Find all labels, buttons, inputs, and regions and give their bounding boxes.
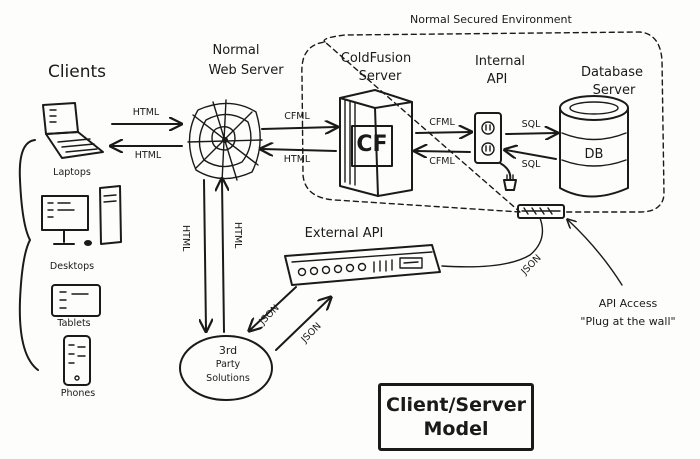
arrow-api-to-cf xyxy=(416,151,471,152)
clients-brace xyxy=(18,139,39,371)
secured-environment-boundary xyxy=(301,31,665,213)
cable-strip-to-external-api xyxy=(441,217,544,268)
edge-label-db-to-api: SQL xyxy=(521,159,541,170)
third-party-circle xyxy=(179,335,273,401)
db-label: DB xyxy=(584,147,604,162)
api-access-strip-icon xyxy=(517,204,565,219)
edge-label-third-party-to-web: HTML xyxy=(232,222,243,249)
api-access-label-line1: API Access xyxy=(598,297,658,310)
third-party-label-line1: 3rd xyxy=(218,344,238,357)
arrow-cf-to-api xyxy=(415,132,470,133)
tablet-icon xyxy=(51,284,101,317)
arrow-third-party-to-web xyxy=(222,180,224,333)
third-party-label-line3: Solutions xyxy=(206,373,250,384)
edge-label-web-to-third-party: HTML xyxy=(180,225,191,252)
desktops-label: Desktops xyxy=(49,261,95,272)
edge-label-clients-to-web: HTML xyxy=(132,107,160,118)
arrow-db-to-api xyxy=(506,150,557,160)
database-label-line2: Server xyxy=(592,83,636,98)
title-line2: Model xyxy=(423,418,489,440)
coldfusion-label-line2: Server xyxy=(358,69,402,84)
arrow-api-to-db xyxy=(505,133,556,134)
arrow-third-party-to-external xyxy=(275,298,330,351)
web-server-icon xyxy=(187,99,263,183)
title-box: Client/Server Model xyxy=(378,383,534,451)
tablets-label: Tablets xyxy=(57,318,91,329)
laptops-label: Laptops xyxy=(53,167,91,178)
web-server-label-line1: Normal xyxy=(212,43,260,58)
phones-label: Phones xyxy=(60,388,96,399)
database-label-line1: Database xyxy=(580,65,644,80)
edge-label-web-to-clients: HTML xyxy=(134,150,162,161)
edge-label-cf-to-api: CFML xyxy=(429,117,455,128)
pointer-api-access xyxy=(568,220,623,286)
arrow-web-to-cf xyxy=(261,127,336,129)
internal-api-label-line2: API xyxy=(486,72,508,87)
cf-logo-text: CF xyxy=(356,132,388,157)
title-line1: Client/Server xyxy=(386,394,526,416)
web-server-label-line2: Web Server xyxy=(208,63,284,78)
api-access-label-line2: "Plug at the wall" xyxy=(580,315,676,328)
phone-icon xyxy=(63,335,91,386)
internal-api-outlet-icon xyxy=(474,112,502,164)
laptop-icon xyxy=(42,102,104,159)
edge-label-cf-to-web: HTML xyxy=(283,154,311,165)
arrow-cf-to-web xyxy=(262,149,337,151)
edge-label-api-to-db: SQL xyxy=(521,119,541,130)
third-party-label-line2: Party xyxy=(215,359,241,370)
database-cylinder-icon xyxy=(559,95,629,198)
arrow-external-to-third-party xyxy=(250,286,297,330)
coldfusion-server-icon xyxy=(339,89,413,197)
edge-label-api-to-cf: CFML xyxy=(429,156,455,167)
secured-environment-label: Normal Secured Environment xyxy=(410,13,572,26)
arrow-web-to-third-party xyxy=(204,179,206,330)
internal-api-label-line1: Internal xyxy=(474,54,526,69)
clients-label: Clients xyxy=(47,62,107,82)
coldfusion-label-line1: ColdFusion xyxy=(340,51,412,66)
external-api-icon xyxy=(284,244,441,286)
external-api-label: External API xyxy=(304,226,384,241)
desktop-icon xyxy=(41,185,122,246)
edge-label-web-to-cf: CFML xyxy=(284,111,310,122)
plug-icon xyxy=(499,162,517,191)
